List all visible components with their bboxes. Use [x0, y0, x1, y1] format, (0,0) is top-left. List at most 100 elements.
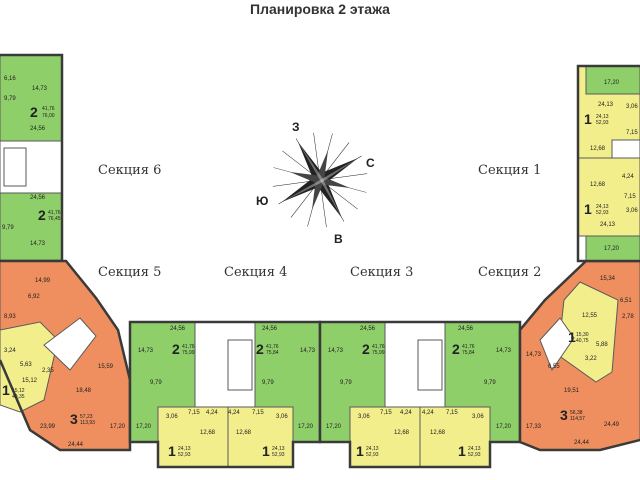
svg-text:41,76: 41,76 — [42, 106, 55, 112]
svg-text:113,93: 113,93 — [80, 420, 95, 426]
svg-text:12,68: 12,68 — [430, 430, 446, 436]
s5-three-rooms: 3 — [70, 411, 78, 427]
svg-text:15,30: 15,30 — [576, 332, 589, 338]
s1-one-b-rooms: 1 — [584, 201, 592, 217]
svg-text:52,93: 52,93 — [596, 210, 609, 216]
svg-text:2,35: 2,35 — [42, 368, 54, 374]
svg-text:4,24: 4,24 — [206, 410, 218, 416]
svg-text:12,68: 12,68 — [200, 430, 216, 436]
s4-one-a-rooms: 1 — [168, 443, 176, 459]
svg-text:76,00: 76,00 — [42, 113, 55, 119]
svg-text:24,44: 24,44 — [574, 440, 590, 446]
svg-text:15,12: 15,12 — [22, 378, 38, 384]
apartment-s6-top[interactable] — [0, 54, 63, 142]
svg-text:52,93: 52,93 — [366, 452, 379, 458]
svg-text:3,22: 3,22 — [585, 356, 597, 362]
apartment-s5-one[interactable] — [0, 321, 59, 413]
svg-text:24,56: 24,56 — [30, 195, 46, 201]
svg-text:75,99: 75,99 — [182, 350, 195, 356]
svg-text:8,93: 8,93 — [4, 314, 16, 320]
svg-text:14,73: 14,73 — [328, 348, 344, 354]
svg-text:24,13: 24,13 — [178, 446, 191, 452]
svg-text:24,49: 24,49 — [604, 422, 620, 428]
svg-text:14,73: 14,73 — [300, 348, 316, 354]
s3-one-a-rooms: 1 — [356, 443, 364, 459]
svg-text:6,51: 6,51 — [620, 298, 632, 304]
svg-text:12,68: 12,68 — [394, 430, 410, 436]
s6-top-rooms: 2 — [30, 104, 38, 120]
svg-text:4,24: 4,24 — [228, 410, 240, 416]
section-3-block: 14,73 2 41,76 75,99 24,56 9,79 17,20 24,… — [318, 320, 522, 469]
svg-text:14,73: 14,73 — [138, 348, 154, 354]
svg-text:17,20: 17,20 — [496, 424, 512, 430]
svg-text:4,24: 4,24 — [622, 174, 634, 180]
section-2-block: 15,34 6,51 2,78 14,73 12,55 1 15,30 40,7… — [518, 259, 640, 452]
svg-text:15,59: 15,59 — [98, 364, 114, 370]
plan-title: Планировка 2 этажа — [250, 1, 390, 17]
svg-text:52,93: 52,93 — [178, 452, 191, 458]
svg-text:4,24: 4,24 — [422, 410, 434, 416]
svg-text:24,13: 24,13 — [596, 114, 609, 120]
svg-text:114,57: 114,57 — [570, 416, 585, 422]
compass-north-label: С — [366, 156, 375, 170]
svg-text:3,06: 3,06 — [472, 414, 484, 420]
svg-text:41,76: 41,76 — [372, 344, 385, 350]
section-4-label: Секция 4 — [224, 265, 287, 280]
s4-two-b-rooms: 2 — [256, 341, 264, 357]
apartment-s1-one-b[interactable] — [577, 157, 640, 237]
svg-text:40,35: 40,35 — [12, 394, 25, 400]
svg-text:6,16: 6,16 — [4, 76, 16, 82]
svg-text:14,99: 14,99 — [35, 278, 51, 284]
svg-text:24,56: 24,56 — [458, 326, 474, 332]
svg-text:57,23: 57,23 — [80, 414, 93, 420]
s1-one-a-rooms: 1 — [584, 111, 592, 127]
section-6-block: 6,16 14,73 9,79 2 41,76 76,00 24,56 24,5… — [0, 53, 64, 263]
s4-one-b-rooms: 1 — [262, 443, 270, 459]
svg-text:12,55: 12,55 — [582, 313, 598, 319]
section-5-label: Секция 5 — [98, 265, 161, 280]
svg-text:41,76: 41,76 — [266, 344, 279, 350]
s6-bottom-rooms: 2 — [38, 207, 46, 223]
svg-text:3,06: 3,06 — [276, 414, 288, 420]
core-s5 — [43, 317, 97, 371]
svg-text:5,88: 5,88 — [596, 342, 608, 348]
svg-text:52,93: 52,93 — [272, 452, 285, 458]
svg-text:24,13: 24,13 — [468, 446, 481, 452]
svg-text:24,56: 24,56 — [262, 326, 278, 332]
svg-text:9,79: 9,79 — [150, 380, 162, 386]
svg-text:24,13: 24,13 — [596, 204, 609, 210]
apartment-s2-one[interactable] — [557, 281, 619, 383]
svg-text:3,24: 3,24 — [4, 348, 16, 354]
svg-text:2,78: 2,78 — [622, 314, 634, 320]
svg-text:7,15: 7,15 — [252, 410, 264, 416]
svg-text:17,20: 17,20 — [604, 80, 620, 86]
svg-text:75,84: 75,84 — [266, 350, 279, 356]
svg-text:41,76: 41,76 — [48, 210, 61, 216]
svg-text:3,06: 3,06 — [626, 104, 638, 110]
core-s2 — [539, 317, 575, 372]
s2-three-rooms: 3 — [560, 407, 568, 423]
svg-text:9,79: 9,79 — [2, 225, 14, 231]
svg-text:7,15: 7,15 — [446, 410, 458, 416]
apartment-s3-one-b[interactable] — [419, 406, 491, 468]
section-3-label: Секция 3 — [350, 265, 413, 280]
svg-text:7,15: 7,15 — [624, 194, 636, 200]
svg-text:52,93: 52,93 — [596, 120, 609, 126]
svg-text:24,13: 24,13 — [600, 222, 616, 228]
svg-text:41,76: 41,76 — [182, 344, 195, 350]
svg-text:9,79: 9,79 — [484, 380, 496, 386]
apartment-s4-one-b[interactable] — [227, 406, 294, 468]
svg-text:9,79: 9,79 — [262, 380, 274, 386]
stairwell-s6 — [3, 147, 27, 187]
svg-text:3,06: 3,06 — [358, 414, 370, 420]
section-2-label: Секция 2 — [478, 265, 541, 280]
svg-text:24,56: 24,56 — [170, 326, 186, 332]
s3-two-a-rooms: 2 — [362, 341, 370, 357]
svg-text:4,24: 4,24 — [400, 410, 412, 416]
svg-text:7,15: 7,15 — [626, 130, 638, 136]
svg-text:14,73: 14,73 — [526, 352, 542, 358]
s3-one-b-rooms: 1 — [458, 443, 466, 459]
svg-text:9,79: 9,79 — [4, 96, 16, 102]
svg-text:17,33: 17,33 — [526, 424, 542, 430]
